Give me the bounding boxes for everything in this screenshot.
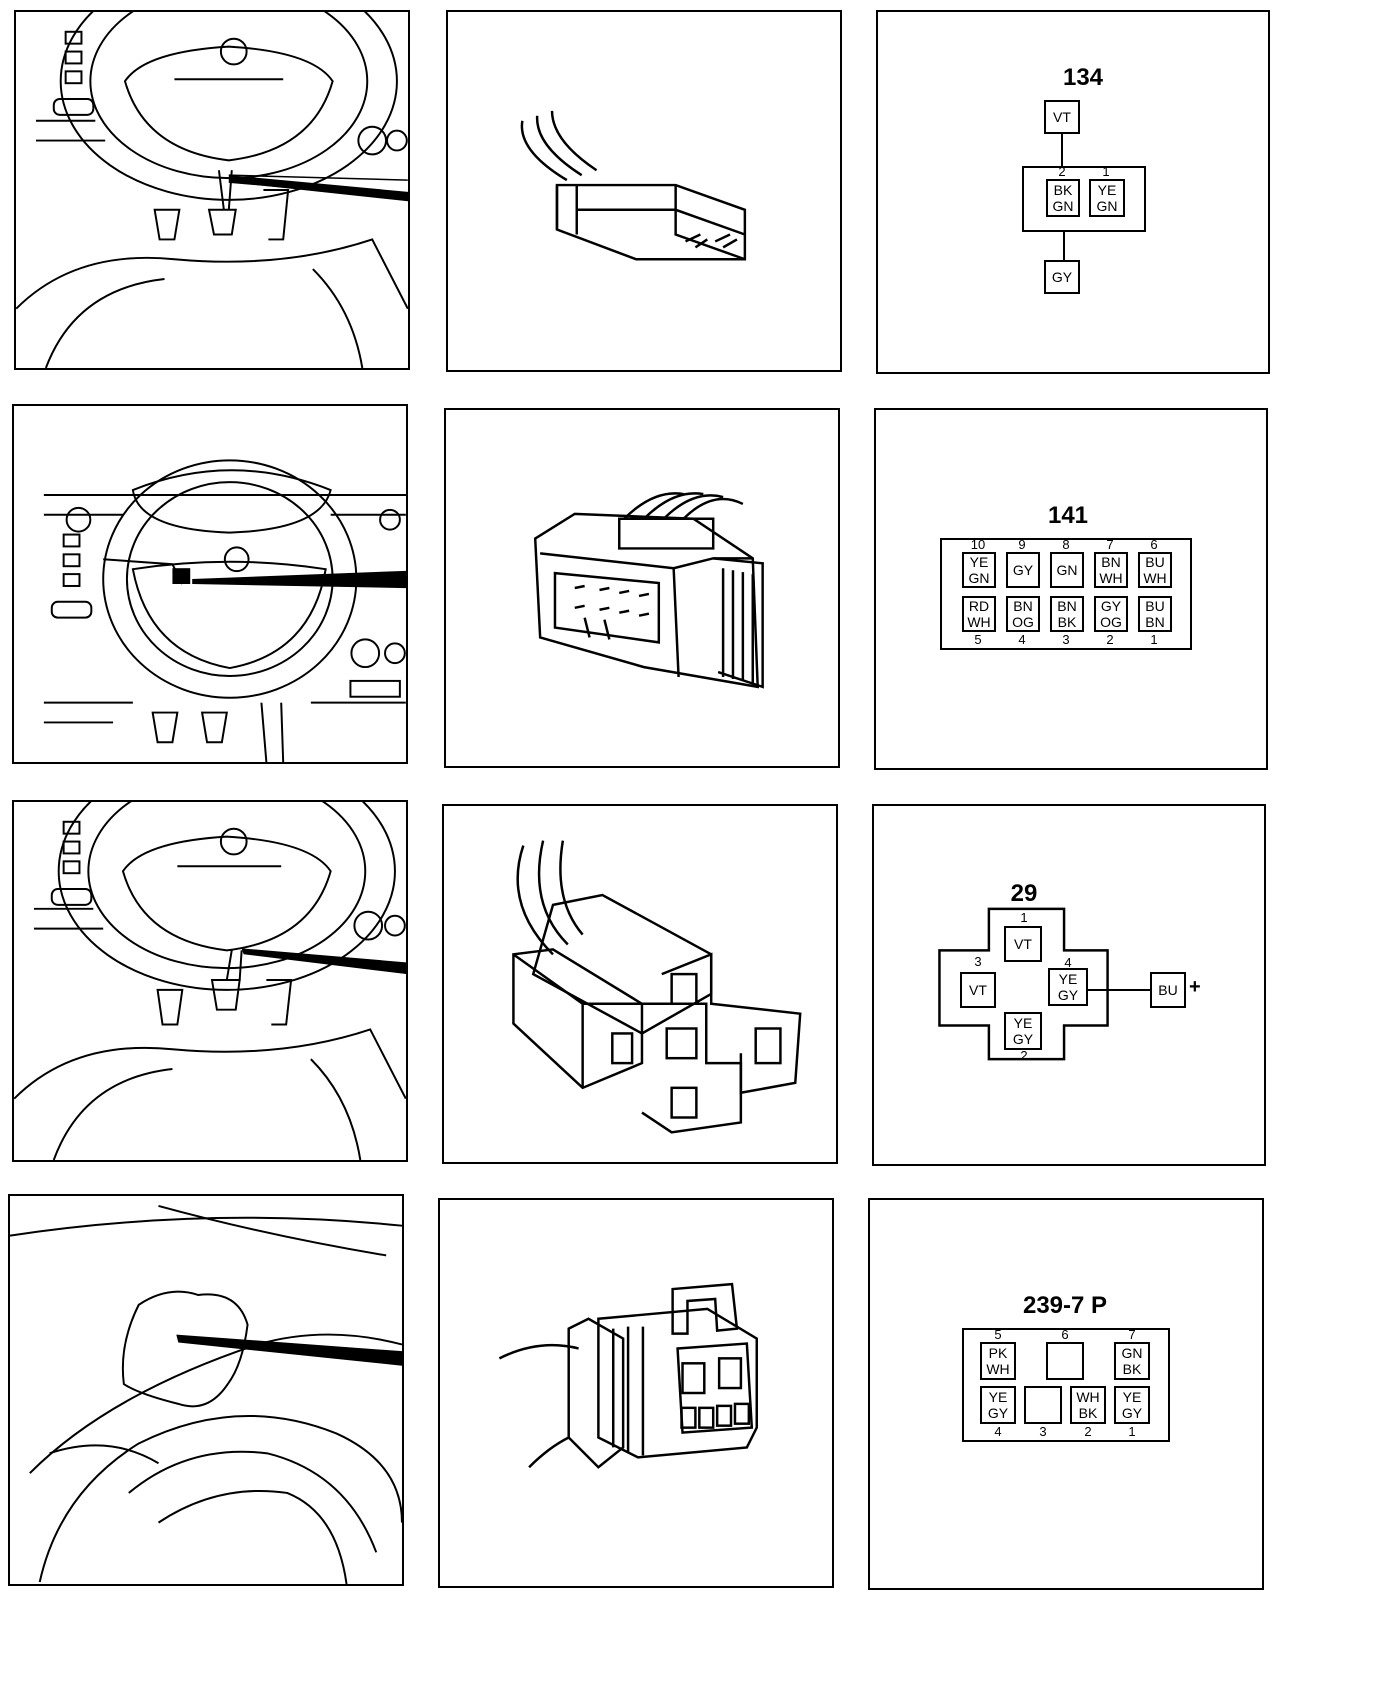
connector-illustration-3 xyxy=(442,804,838,1164)
pin-number: 2 xyxy=(1084,1424,1092,1439)
location-illustration-4 xyxy=(8,1194,404,1586)
positive-sign: + xyxy=(1189,976,1201,998)
pin-number: 1 xyxy=(1020,910,1028,925)
pin-number: 4 xyxy=(994,1424,1002,1439)
pin-number: 8 xyxy=(1062,537,1070,552)
pin-number: 3 xyxy=(1039,1424,1047,1439)
location-illustration-1 xyxy=(14,10,410,370)
steering-wheel-illustration xyxy=(16,12,408,368)
connector-outline xyxy=(940,538,1192,650)
connector-id: 141 xyxy=(1047,502,1089,529)
connector-id: 134 xyxy=(1062,64,1104,91)
pin-number: 1 xyxy=(1102,164,1110,179)
pin-color-box: VT xyxy=(1004,926,1042,962)
pin-number: 1 xyxy=(1128,1424,1136,1439)
connector-outline xyxy=(962,1328,1170,1442)
wire-line xyxy=(1088,989,1150,991)
empty-pin-cavity xyxy=(1046,1342,1084,1380)
pin-number: 1 xyxy=(1150,632,1158,647)
engine-bay-illustration xyxy=(10,1204,402,1584)
wire-color-box: VT xyxy=(1044,100,1080,134)
steering-wheel-illustration xyxy=(43,459,406,762)
steering-wheel-illustration xyxy=(14,802,406,1160)
pin-number: 5 xyxy=(974,632,982,647)
connector-illustration-4 xyxy=(438,1198,834,1588)
pin-number: 3 xyxy=(1062,632,1070,647)
pin-color-box: GY xyxy=(1006,552,1040,588)
wire-line xyxy=(1063,232,1065,260)
connector-outline xyxy=(938,907,1109,1061)
pin-number: 2 xyxy=(1058,164,1066,179)
pin-number: 10 xyxy=(970,537,986,552)
pin-number: 3 xyxy=(974,954,982,969)
pin-number: 7 xyxy=(1128,1327,1136,1342)
empty-pin-cavity xyxy=(1024,1386,1062,1424)
pin-number: 5 xyxy=(994,1327,1002,1342)
wire-line xyxy=(1061,134,1063,166)
pin-number: 4 xyxy=(1018,632,1026,647)
connector-outline xyxy=(1022,166,1146,232)
connector-134-drawing xyxy=(520,110,747,261)
connector-illustration-1 xyxy=(446,10,842,372)
connector-141-drawing xyxy=(533,492,764,689)
pin-number: 2 xyxy=(1020,1048,1028,1063)
connector-29-drawing xyxy=(512,840,802,1134)
pin-color-box: GN xyxy=(1050,552,1084,588)
pin-number: 2 xyxy=(1106,632,1114,647)
pin-number: 9 xyxy=(1018,537,1026,552)
wire-color-box: BU xyxy=(1150,972,1186,1008)
location-illustration-3 xyxy=(12,800,408,1162)
connector-239-drawing xyxy=(498,1282,758,1469)
connector-illustration-2 xyxy=(444,408,840,768)
connector-id: 29 xyxy=(1010,880,1038,907)
location-illustration-2 xyxy=(12,404,408,764)
pin-number: 6 xyxy=(1150,537,1158,552)
connector-id: 239-7 P xyxy=(1022,1292,1108,1319)
pin-number: 4 xyxy=(1064,955,1072,970)
pin-number: 6 xyxy=(1061,1327,1069,1342)
wire-color-box: GY xyxy=(1044,260,1080,294)
pin-number: 7 xyxy=(1106,537,1114,552)
pin-color-box: VT xyxy=(960,972,996,1008)
